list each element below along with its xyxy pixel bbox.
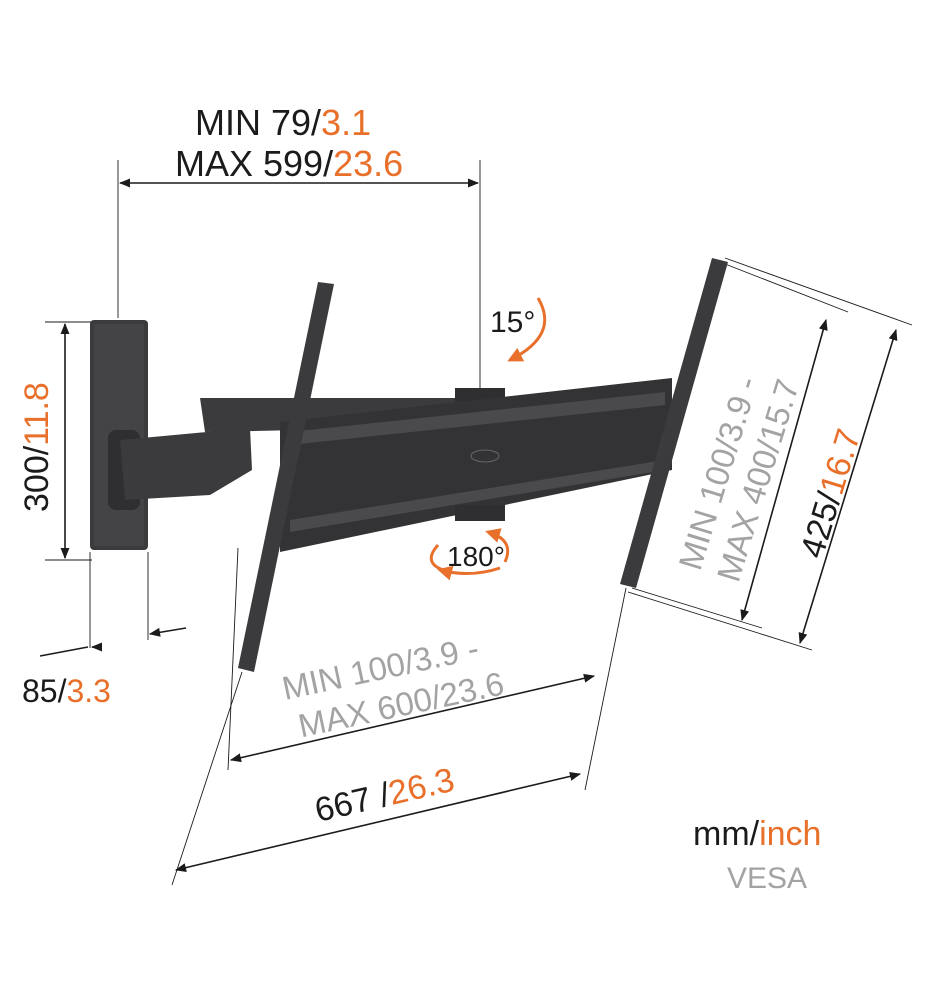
depth-max-label: MAX 599/23.6: [175, 143, 403, 184]
units-legend: mm/inch: [693, 815, 821, 853]
tilt-arrow: [507, 297, 547, 362]
wall-plate-width-label: 85/3.3: [22, 673, 111, 709]
swivel-arrow: [429, 528, 510, 581]
tilt-label: 15°: [490, 306, 535, 339]
dimension-lines: [39, 178, 898, 873]
vesa-bracket-right: [620, 258, 728, 588]
vesa-legend: VESA: [727, 862, 807, 895]
brand-logo: [470, 449, 500, 463]
extension-lines: [45, 160, 913, 886]
vesa-horizontal-label: MIN 100/3.9 - MAX 600/23.6: [279, 629, 507, 744]
tv-wall-mount: [90, 258, 728, 672]
total-width-label: 667 /26.3: [311, 761, 458, 830]
wall-plate-height-label: 300/11.8: [18, 382, 56, 512]
vesa-vertical-label: MIN 100/3.9 - MAX 400/15.7: [671, 372, 806, 586]
arm-lower: [120, 428, 252, 500]
swivel-label: 180°: [447, 541, 505, 572]
total-height-label: 425/16.7: [793, 425, 868, 563]
vesa-bracket-left: [238, 282, 334, 672]
depth-min-label: MIN 79/3.1: [195, 102, 371, 143]
